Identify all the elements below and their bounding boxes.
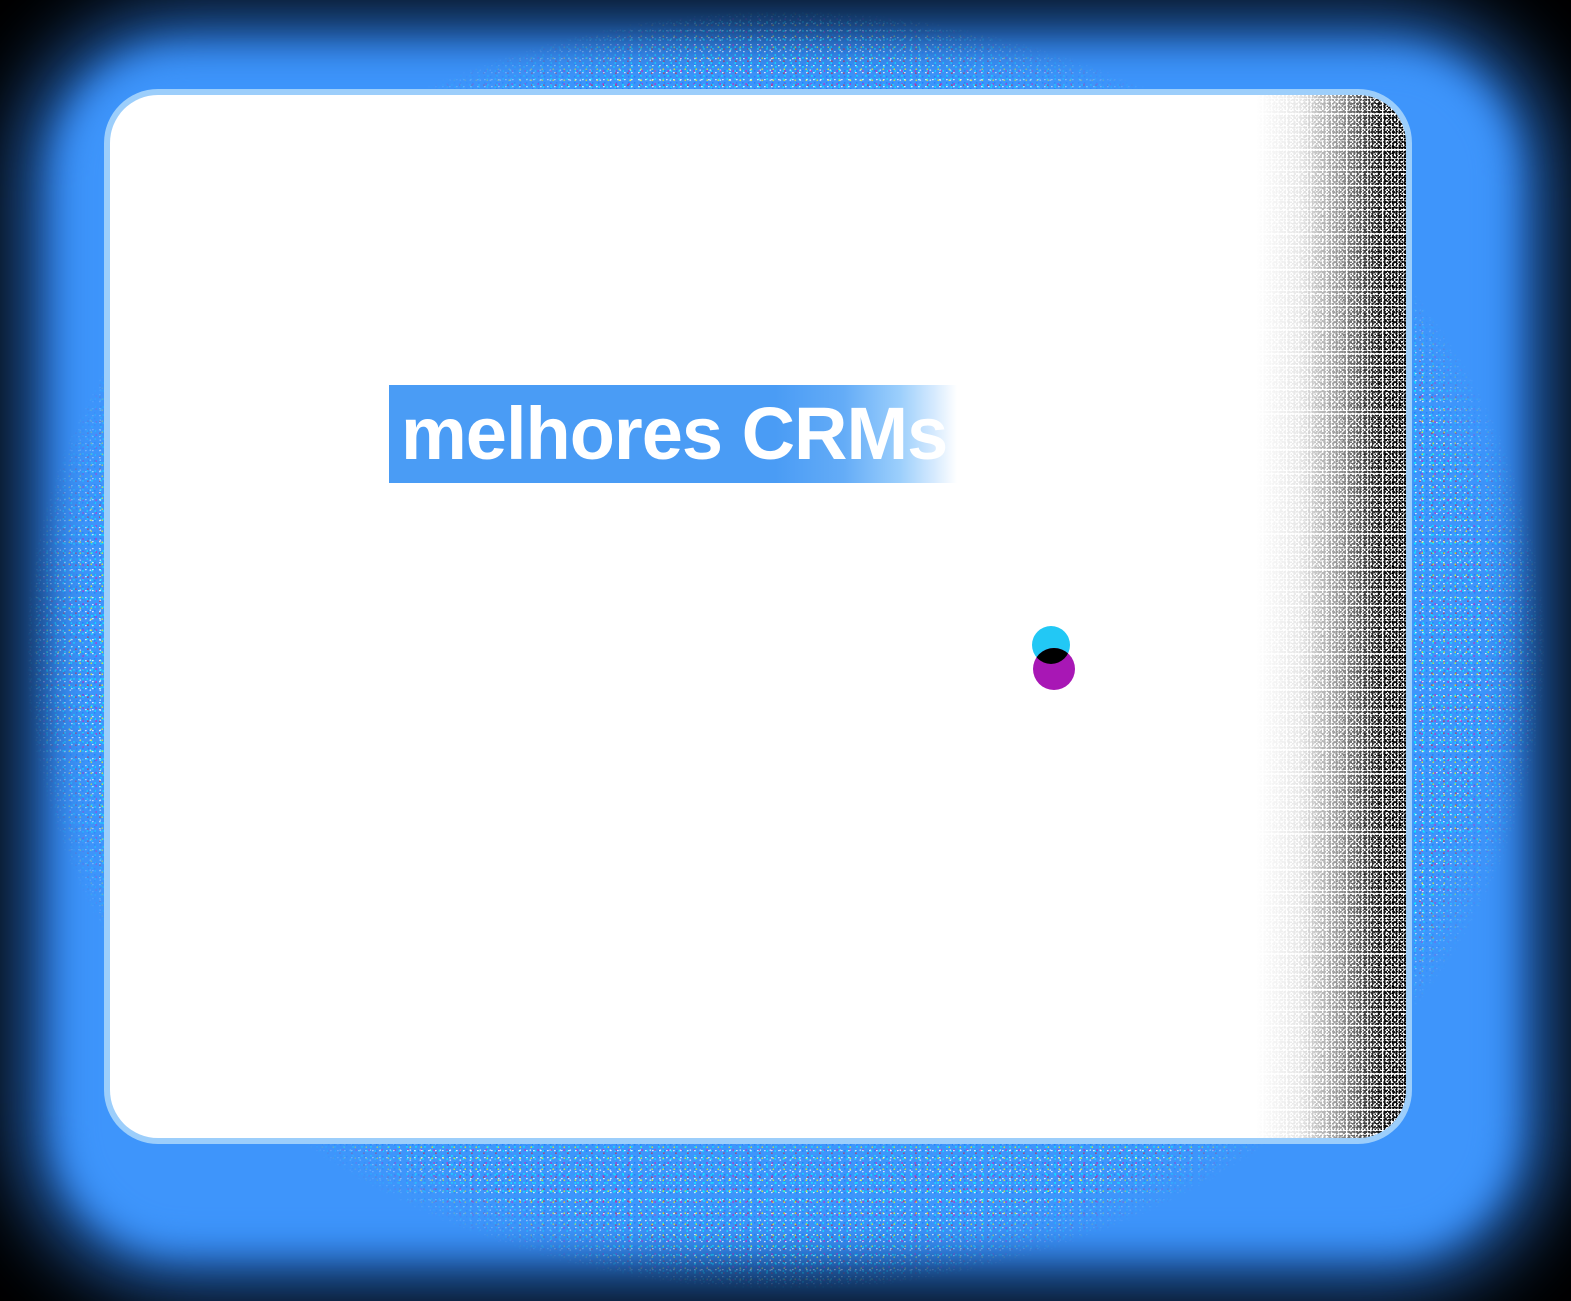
headline-block: melhores CRMs: [389, 385, 958, 483]
overlapping-circles-mark: [1032, 626, 1078, 690]
headline-highlight-bar: melhores CRMs: [389, 385, 958, 483]
white-slide-card: melhores CRMs: [110, 95, 1406, 1138]
page-title: melhores CRMs: [401, 392, 948, 475]
dithered-black-edge: [1256, 95, 1406, 1138]
